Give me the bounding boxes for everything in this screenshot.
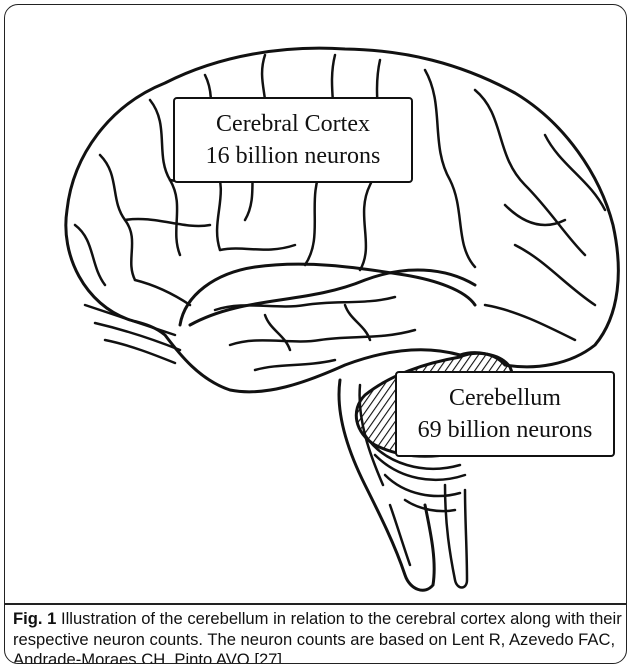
brain-illustration (5, 5, 627, 605)
lateral-fissure (190, 270, 475, 325)
cerebral-cortex-title: Cerebral Cortex (175, 108, 411, 140)
figure-frame: Cerebral Cortex 16 billion neurons Cereb… (4, 4, 627, 664)
caption-divider (5, 603, 627, 605)
temporal-lobe (180, 264, 475, 325)
cerebellum-label: Cerebellum 69 billion neurons (395, 371, 615, 457)
figure-caption: Fig. 1 Illustration of the cerebellum in… (13, 609, 623, 664)
cerebral-cortex-label: Cerebral Cortex 16 billion neurons (173, 97, 413, 183)
cerebellum-title: Cerebellum (397, 382, 613, 414)
cerebral-cortex-count: 16 billion neurons (175, 140, 411, 172)
caption-text: Illustration of the cerebellum in relati… (13, 609, 622, 664)
figure-label: Fig. 1 (13, 609, 56, 628)
cerebellum-count: 69 billion neurons (397, 414, 613, 446)
